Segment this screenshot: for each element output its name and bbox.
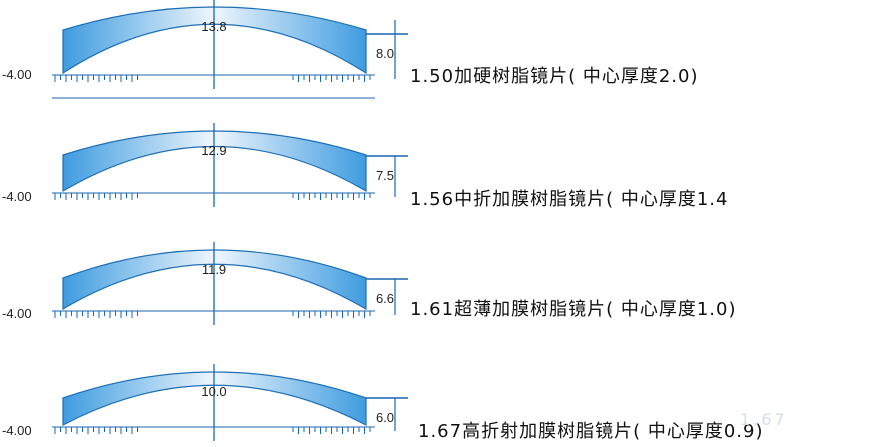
lens-center-suffix: ) <box>728 299 737 320</box>
lens-name: 加硬树脂镜片 <box>454 66 569 87</box>
lens-center-value: 2.0 <box>658 66 691 87</box>
center-thickness-value: 12.9 <box>201 143 226 158</box>
lens-center-value: 1.0 <box>696 299 729 320</box>
lens-center-suffix: ) <box>755 421 764 442</box>
lens-power-label: -4.00 <box>2 189 32 204</box>
edge-thickness-value: 6.0 <box>376 410 394 425</box>
lens-label-1-67: 1.67高折射加膜树脂镜片( 中心厚度0.9) <box>418 417 764 443</box>
edge-thickness-value: 7.5 <box>376 168 394 183</box>
center-thickness-value: 11.9 <box>202 262 226 277</box>
lens-center-prefix: ( 中心厚度 <box>568 66 659 87</box>
edge-thickness-value: 6.6 <box>376 291 394 306</box>
lens-label-1-50: 1.50加硬树脂镜片( 中心厚度2.0) <box>410 62 699 88</box>
lens-center-prefix: ( 中心厚度 <box>606 299 697 320</box>
center-thickness-value: 10.0 <box>201 384 226 399</box>
lens-label-1-61: 1.61超薄加膜树脂镜片( 中心厚度1.0) <box>410 295 737 321</box>
lens-power-label: -4.00 <box>2 67 32 82</box>
lens-center-prefix: ( 中心厚度 <box>606 189 697 210</box>
edge-thickness-value: 8.0 <box>376 46 394 61</box>
lens-cross-section <box>62 6 367 75</box>
lens-name: 高折射加膜树脂镜片 <box>462 421 634 442</box>
lens-index: 1.61 <box>410 299 455 320</box>
lens-center-suffix: ) <box>690 66 699 87</box>
lens-index: 1.50 <box>410 66 455 87</box>
lens-index: 1.56 <box>410 189 455 210</box>
lens-cross-section <box>62 130 367 193</box>
lens-center-value: 0.9 <box>723 421 756 442</box>
watermark-text: 1.67 <box>740 410 788 429</box>
lens-cross-section <box>62 371 367 426</box>
lens-name: 超薄加膜树脂镜片 <box>454 299 607 320</box>
lens-name: 中折加膜树脂镜片 <box>454 189 607 210</box>
lens-label-1-56: 1.56中折加膜树脂镜片( 中心厚度1.4 <box>410 185 728 211</box>
lens-cross-section <box>62 249 367 311</box>
lens-index: 1.67 <box>418 421 463 442</box>
lens-power-label: -4.00 <box>2 423 32 438</box>
lens-center-prefix: ( 中心厚度 <box>633 421 724 442</box>
lens-center-value: 1.4 <box>696 189 729 210</box>
center-thickness-value: 13.8 <box>201 19 226 34</box>
lens-power-label: -4.00 <box>2 306 32 321</box>
